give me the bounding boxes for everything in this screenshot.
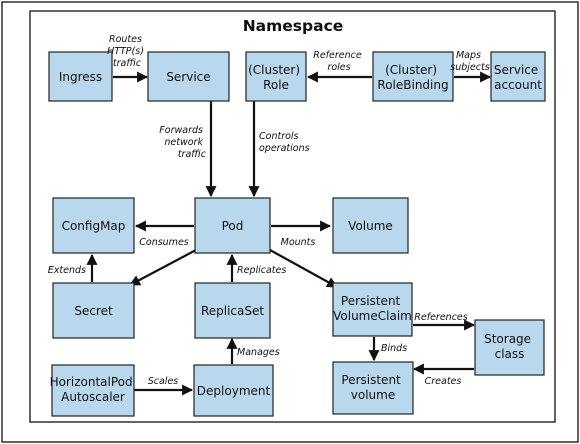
node-service: Service — [147, 51, 230, 102]
edge-label-reference-roles: Reference roles — [313, 50, 365, 73]
node-pod-label: Pod — [222, 219, 244, 233]
node-service-account-label: Service account — [494, 63, 542, 92]
edge-label-consumes: Consumes — [139, 237, 189, 248]
namespace-title: Namespace — [243, 17, 344, 35]
node-storage-class-label: Storage class — [484, 332, 535, 361]
edge-label-scales: Scales — [148, 376, 179, 387]
edge-label-routes: Routes HTTP(s) traffic — [107, 34, 147, 69]
node-secret-label: Secret — [74, 304, 113, 318]
node-deployment-label: Deployment — [197, 384, 271, 398]
node-hpa-label: HorizontalPod Autoscaler — [50, 375, 137, 404]
node-storage-class: Storage class — [474, 319, 545, 376]
node-ingress: Ingress — [48, 51, 113, 102]
node-deployment: Deployment — [193, 364, 274, 417]
node-ingress-label: Ingress — [59, 70, 102, 84]
edge-label-maps-subjects: Maps subjects — [450, 50, 489, 73]
edge-label-forwards: Forwards network traffic — [159, 125, 206, 160]
node-volume-label: Volume — [348, 219, 393, 233]
node-configmap: ConfigMap — [52, 197, 135, 254]
node-cluster-role-label: (Cluster) Role — [248, 63, 304, 92]
edge-label-binds: Binds — [381, 343, 407, 354]
node-service-account: Service account — [490, 51, 546, 102]
node-service-label: Service — [166, 70, 210, 84]
edge-label-references: References — [414, 312, 467, 323]
edge-label-controls: Controls operations — [259, 131, 310, 154]
edge-labels-group: Routes HTTP(s) traffic Reference roles M… — [48, 34, 490, 387]
edge-pod-pvc — [269, 249, 338, 288]
node-replicaset-label: ReplicaSet — [201, 304, 264, 318]
node-persistent-volume-claim-label: Persistent VolumeClaim — [333, 294, 412, 323]
nodes-group: Ingress Service (Cluster) Role (Cluster)… — [48, 51, 546, 417]
node-persistent-volume: Persistent volume — [332, 361, 414, 415]
edge-label-manages: Manages — [237, 347, 280, 358]
node-replicaset: ReplicaSet — [194, 282, 271, 339]
node-volume: Volume — [332, 197, 409, 254]
node-cluster-role: (Cluster) Role — [245, 51, 307, 102]
edge-label-extends: Extends — [48, 265, 86, 276]
node-secret: Secret — [52, 282, 135, 339]
node-configmap-label: ConfigMap — [62, 219, 126, 233]
edge-label-replicates: Replicates — [237, 265, 286, 276]
node-hpa: HorizontalPod Autoscaler — [50, 364, 137, 417]
edge-label-mounts: Mounts — [281, 237, 316, 248]
edges-group — [86, 71, 492, 396]
edge-pod-secret — [129, 249, 197, 286]
node-cluster-role-binding: (Cluster) RoleBinding — [372, 51, 454, 102]
edge-label-creates: Creates — [425, 376, 462, 387]
node-pod: Pod — [194, 197, 271, 254]
node-cluster-role-binding-label: (Cluster) RoleBinding — [377, 63, 448, 92]
node-persistent-volume-claim: Persistent VolumeClaim — [332, 282, 413, 337]
node-persistent-volume-label: Persistent volume — [341, 373, 404, 402]
